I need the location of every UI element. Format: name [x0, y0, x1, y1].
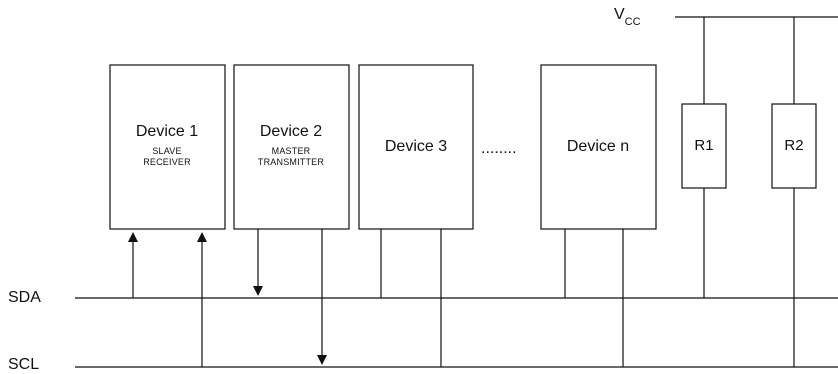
device-ellipsis: ........ — [481, 140, 517, 157]
device-1-box — [109, 64, 226, 230]
device-1-role-line2: RECEIVER — [143, 157, 191, 167]
device-3-box — [358, 64, 474, 230]
device-1-scl-arrow — [197, 232, 207, 242]
device-1-role-line1: SLAVE — [152, 146, 182, 156]
device-2-role-line2: TRANSMITTER — [257, 157, 325, 167]
vcc-label: VCC — [614, 6, 641, 28]
scl-label: SCL — [8, 356, 40, 373]
device-1-label: Device 1 — [135, 123, 199, 140]
vcc-label-subscript: CC — [624, 16, 641, 28]
vcc-label-main: V — [614, 6, 625, 23]
r2-label: R2 — [784, 137, 804, 154]
device-n-box — [540, 64, 657, 230]
device-2-box — [233, 64, 350, 230]
resistor-r2 — [771, 103, 817, 189]
device-3-label: Device 3 — [384, 138, 448, 155]
sda-label: SDA — [8, 289, 41, 306]
device-2-scl-arrow — [317, 355, 327, 365]
device-n-label: Device n — [566, 138, 630, 155]
r1-label: R1 — [694, 137, 714, 154]
device-2-sda-arrow — [253, 286, 263, 296]
device-2-label: Device 2 — [259, 123, 323, 140]
device-1-sda-arrow — [128, 232, 138, 242]
device-2-role-line1: MASTER — [271, 146, 311, 156]
